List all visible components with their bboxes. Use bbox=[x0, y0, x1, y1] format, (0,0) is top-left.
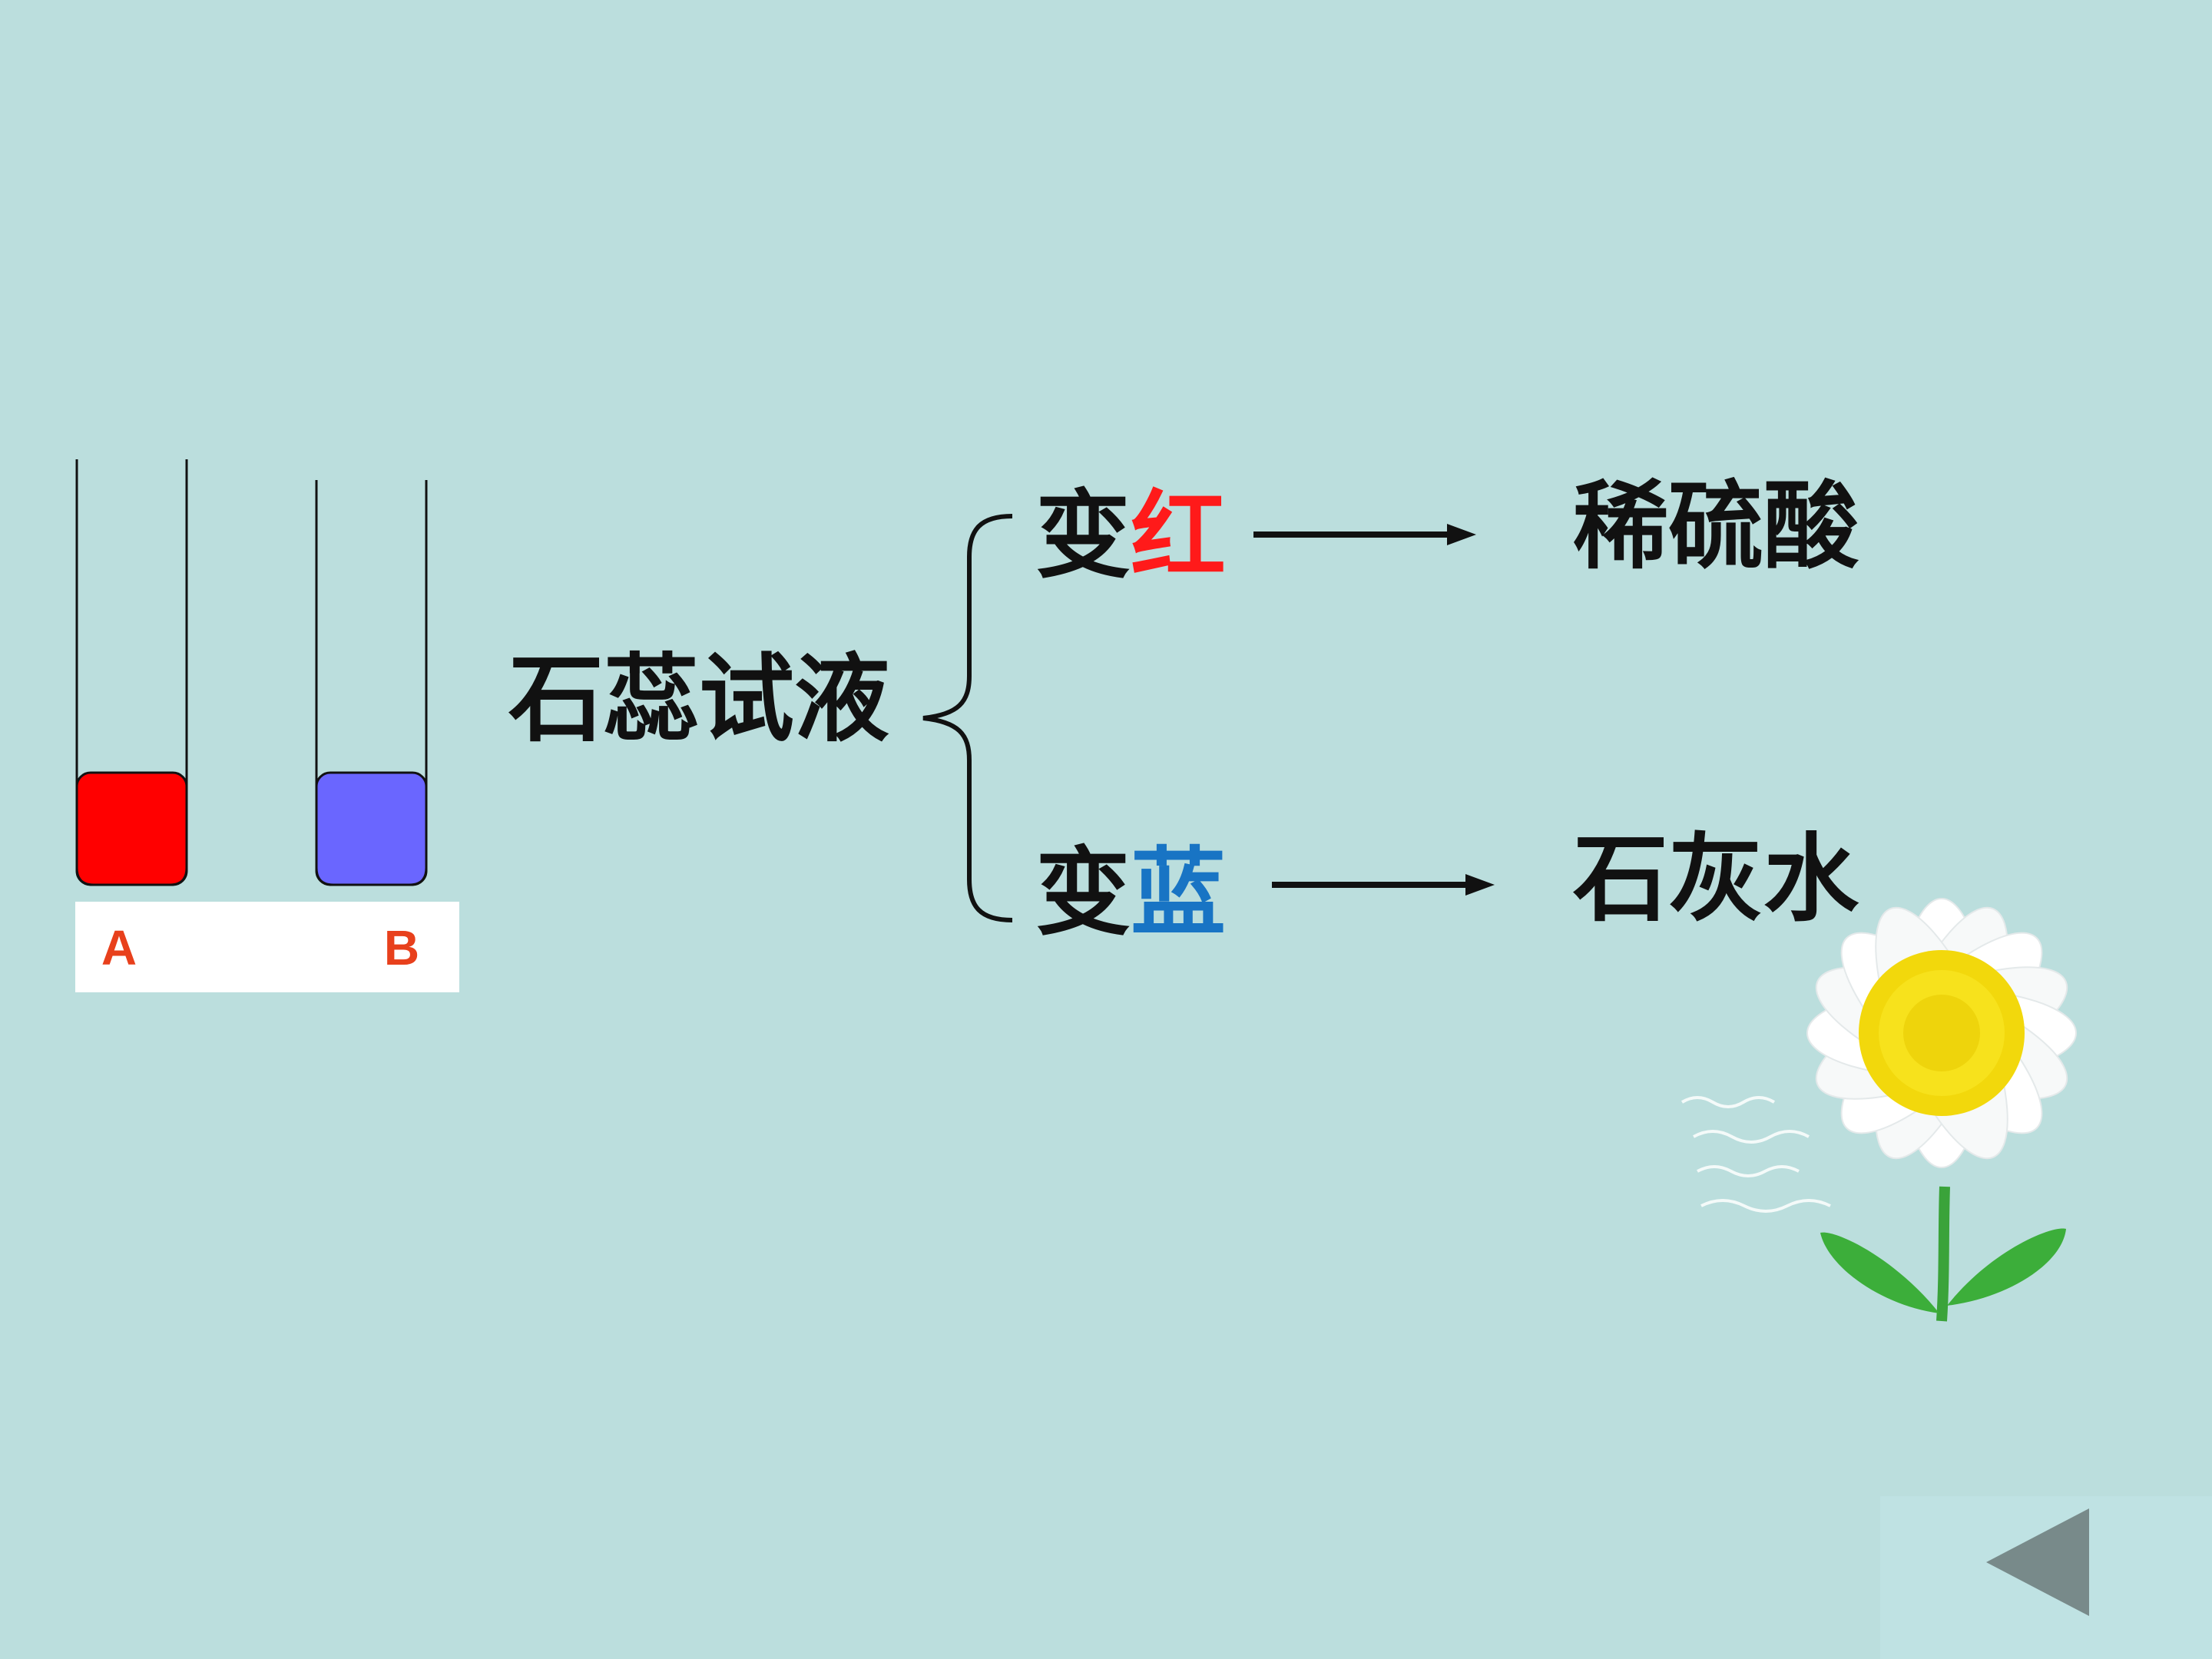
tube-b-glass bbox=[315, 480, 428, 886]
reagent-label: 石蕊试液 bbox=[508, 644, 889, 755]
top-branch-text: 变红 bbox=[1035, 480, 1226, 591]
bottom-arrow bbox=[1272, 874, 1495, 896]
daisy-flower-icon bbox=[1681, 898, 2077, 1322]
bottom-branch-prefix: 变 bbox=[1035, 837, 1131, 949]
bottom-branch-color-word: 蓝 bbox=[1131, 837, 1226, 949]
tube-label-strip: A B bbox=[75, 902, 459, 992]
curly-brace bbox=[922, 514, 1013, 922]
nav-back-button[interactable] bbox=[1880, 1496, 2212, 1659]
top-branch-prefix: 变 bbox=[1035, 480, 1131, 591]
back-triangle-icon[interactable] bbox=[1986, 1508, 2089, 1616]
bottom-result-label: 石灰水 bbox=[1573, 823, 1859, 935]
bottom-branch-text: 变蓝 bbox=[1035, 837, 1226, 949]
test-tube-b bbox=[315, 480, 428, 886]
tube-a-label: A bbox=[101, 920, 137, 975]
top-result-label: 稀硫酸 bbox=[1573, 471, 1859, 582]
top-branch-color-word: 红 bbox=[1131, 480, 1226, 591]
tube-a-glass bbox=[75, 459, 188, 886]
tube-a-liquid bbox=[75, 771, 188, 886]
tube-b-liquid bbox=[315, 771, 428, 886]
top-arrow bbox=[1253, 524, 1476, 545]
test-tube-a bbox=[75, 459, 188, 886]
tube-b-label: B bbox=[384, 920, 419, 975]
